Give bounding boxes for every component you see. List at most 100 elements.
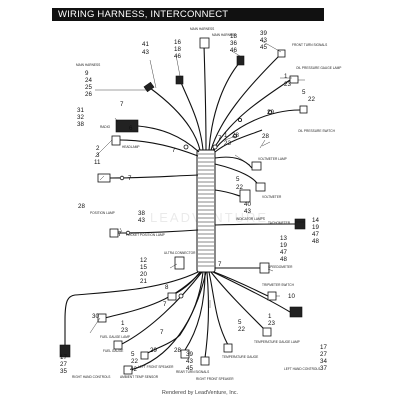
callout-number: 1 — [284, 73, 288, 80]
callout-number: 23 — [224, 140, 231, 147]
wire-right-turn — [214, 129, 263, 153]
label-left-hand-controls: LEFT HAND CONTROLS — [284, 367, 320, 371]
callout-number: 17 — [60, 354, 67, 361]
callout-number: 28 — [262, 133, 269, 140]
wire-pocket-position-lamp — [117, 229, 199, 234]
label-fuel-gauge: FUEL GAUGE — [103, 349, 123, 353]
callout-number: 16 — [174, 39, 181, 46]
component-labels: MAIN HARNESS MAIN HARNESS FRONT TURN SIG… — [72, 27, 341, 381]
callout-number: 1 — [121, 320, 125, 327]
callout-number: 5 — [238, 319, 242, 326]
voltmeter-lamp-connector — [251, 161, 262, 171]
label-left-front-speaker: LEFT FRONT SPEAKER — [138, 365, 174, 369]
callout-number: 47 — [280, 249, 287, 256]
oil-gauge-lamp-connector — [289, 75, 299, 84]
speedometer-connector — [259, 262, 270, 274]
callout-number: 28 — [78, 203, 85, 210]
callout-number: 5 — [131, 351, 135, 358]
label-voltmeter-lamp: VOLTMETER LAMP — [258, 157, 287, 161]
label-main-harness-right: MAIN HARNESS — [212, 33, 236, 37]
callout-number: 18 — [174, 46, 181, 53]
label-main-harness-left: MAIN HARNESS — [76, 63, 100, 67]
callout-number: 7 — [218, 135, 222, 142]
callout-number: 19 — [280, 242, 287, 249]
callout-number: 8 — [165, 284, 169, 291]
callout-number: 10 — [288, 293, 295, 300]
main-harness-connector-center — [199, 37, 210, 49]
callout-number: 3 — [96, 152, 100, 159]
leader-lines — [89, 39, 305, 334]
callout-number: 45 — [186, 365, 193, 372]
label-tachometer: TACHOMETER — [268, 221, 291, 225]
callout-number: 47 — [312, 231, 319, 238]
fuel-gauge-lamp-connector — [97, 313, 107, 323]
wire-left-hand-controls — [212, 271, 291, 313]
wire-tripmeter-switch — [213, 271, 269, 297]
footer-credit: Rendered by LeadVenture, Inc. — [161, 390, 239, 396]
radio-connector — [115, 119, 139, 133]
label-temperature-gauge-lamp: TEMPERATURE GAUGE LAMP — [254, 340, 300, 344]
label-rear-turn-signals: REAR TURN SIGNALS — [176, 370, 209, 374]
callout-number: 30 — [92, 313, 99, 320]
callout-number: 38 — [138, 210, 145, 217]
wire-radio — [137, 125, 200, 153]
label-front-turn-signals: FRONT TURN SIGNALS — [292, 43, 327, 47]
label-radio: RADIO — [100, 125, 111, 129]
callout-number: 22 — [131, 358, 138, 365]
callouts: 41 43 16 18 46 18 36 46 39 43 45 9 24 25… — [60, 30, 327, 375]
tachometer-connector — [294, 218, 306, 230]
wire-clip — [267, 109, 273, 115]
wire-oil-pressure-switch — [213, 109, 301, 151]
wire-clip — [178, 293, 184, 299]
callout-number: 43 — [138, 217, 145, 224]
callout-number: 24 — [85, 77, 92, 84]
callout-number: 25 — [85, 84, 92, 91]
pocket-position-lamp-connector — [109, 228, 119, 238]
callout-number: 43 — [186, 358, 193, 365]
callout-number: 21 — [140, 278, 147, 285]
callout-number: 38 — [77, 121, 84, 128]
callout-number: 34 — [320, 358, 327, 365]
main-harness-connector-left — [143, 81, 155, 93]
label-voltmeter: VOLTMETER — [262, 195, 282, 199]
label-pocket-position-lamp: POCKET POSITION LAMP — [126, 233, 165, 237]
callout-number: 43 — [260, 37, 267, 44]
ultra-connector-box — [174, 256, 185, 270]
callout-number: 23 — [268, 320, 275, 327]
callout-number: 7 — [218, 261, 222, 268]
callout-number: 15 — [140, 264, 147, 271]
wire-main-harness-upper-right — [208, 61, 241, 151]
callout-number: 19 — [312, 224, 319, 231]
callout-number: 29 — [150, 347, 157, 354]
callout-number: 9 — [85, 70, 89, 77]
wire-right-front-speaker — [204, 271, 210, 359]
wire-right-hand-controls — [64, 271, 199, 345]
title-bar: WIRING HARNESS, INTERCONNECT — [52, 8, 324, 21]
callout-number: 13 — [280, 235, 287, 242]
wire-clip — [183, 144, 189, 150]
callout-number: 26 — [85, 91, 92, 98]
indicator-lamps-connector — [239, 189, 251, 203]
ambient-temp-connector — [123, 365, 133, 375]
main-harness-connector-right — [236, 55, 245, 66]
wire-tachometer — [214, 223, 296, 226]
callout-number: 46 — [230, 47, 237, 54]
label-main-harness-top: MAIN HARNESS — [190, 27, 214, 31]
wire-left-front-speaker — [144, 271, 204, 356]
callout-number: 28 — [174, 347, 181, 354]
callout-number: 42 — [130, 366, 137, 373]
callout-number: 14 — [312, 217, 319, 224]
front-turn-signal-connector — [277, 49, 286, 58]
position-lamp-connector — [97, 173, 111, 183]
callout-number: 39 — [260, 30, 267, 37]
wire-fuel-gauge-lamp — [104, 271, 202, 319]
right-front-speaker-connector — [200, 356, 210, 366]
temp-gauge-lamp-connector — [262, 327, 272, 337]
wire-clip — [212, 144, 218, 150]
oil-pressure-switch-connector — [299, 105, 308, 114]
fuel-gauge-connector — [113, 340, 123, 350]
callout-number: 23 — [121, 327, 128, 334]
page-title: WIRING HARNESS, INTERCONNECT — [58, 9, 229, 20]
callout-number: 7 — [163, 301, 167, 308]
callout-number: 41 — [142, 41, 149, 48]
